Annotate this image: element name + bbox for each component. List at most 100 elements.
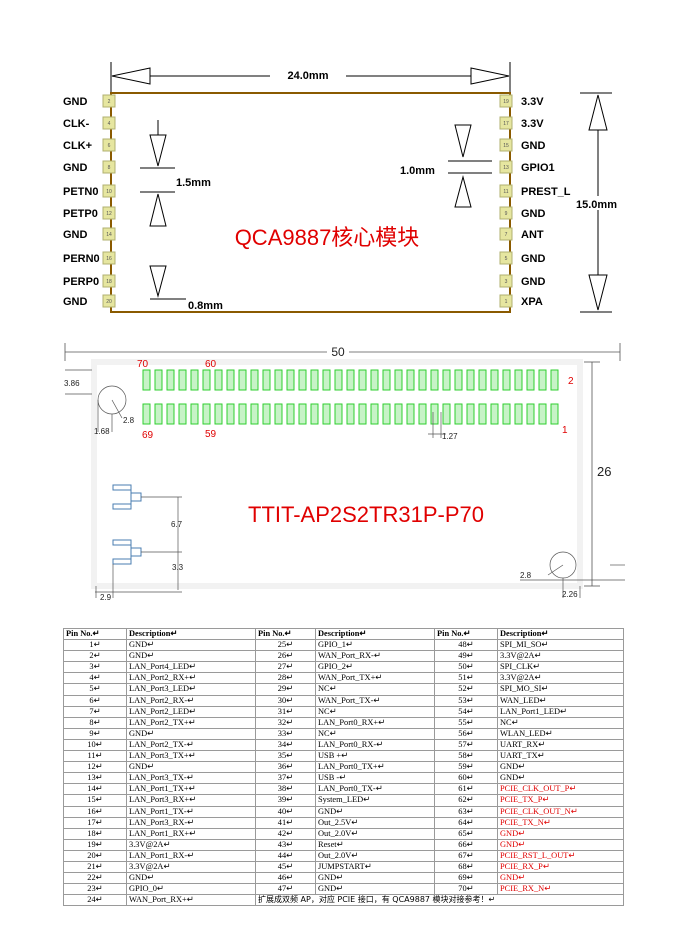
table-cell: 21↵ bbox=[63, 860, 127, 874]
dim-0-8mm-label: 0.8mm bbox=[188, 300, 223, 312]
table-cell: 5↵ bbox=[63, 683, 127, 696]
connector-pad bbox=[526, 403, 535, 425]
table-row: 10↵LAN_Port2_TX-↵34↵LAN_Port0_RX-↵57↵UAR… bbox=[63, 738, 624, 752]
connector-pad bbox=[190, 369, 199, 391]
header-description-1: Description↵ bbox=[126, 627, 256, 641]
table-cell: 26↵ bbox=[255, 650, 316, 663]
table-cell: System_LED↵ bbox=[315, 794, 435, 807]
led-dimension-lines bbox=[95, 496, 182, 598]
table-cell: 6↵ bbox=[63, 694, 127, 707]
height-dim-label: 15.0mm bbox=[576, 199, 617, 211]
pin-pad bbox=[499, 227, 513, 241]
module-title: QCA9887核心模块 bbox=[235, 225, 420, 250]
table-cell: 4↵ bbox=[63, 672, 127, 685]
table-row: 8↵LAN_Port2_TX+↵32↵LAN_Port0_RX+↵55↵NC↵ bbox=[63, 716, 624, 729]
pin-pad bbox=[499, 160, 513, 174]
table-row: 5↵LAN_Port3_LED↵29↵NC↵52↵SPI_MO_SI↵ bbox=[63, 683, 624, 696]
pin-number: 12 bbox=[106, 211, 112, 217]
connector-pad bbox=[394, 403, 403, 425]
connector-pad bbox=[430, 369, 439, 391]
pin-name: GND bbox=[63, 96, 88, 108]
table-cell: 28↵ bbox=[255, 672, 316, 685]
pin-name: PREST_L bbox=[521, 186, 571, 198]
corner-dims-top-left bbox=[65, 369, 127, 432]
table-cell: NC↵ bbox=[497, 716, 624, 729]
connector-pad bbox=[370, 403, 379, 425]
connector-pad bbox=[334, 369, 343, 391]
table-cell: 63↵ bbox=[434, 805, 498, 818]
connector-pad bbox=[274, 369, 283, 391]
connector-pad bbox=[238, 403, 247, 425]
table-cell: 30↵ bbox=[255, 694, 316, 707]
table-cell: 9↵ bbox=[63, 727, 127, 740]
table-cell: 56↵ bbox=[434, 727, 498, 740]
table-cell: LAN_Port4_LED↵ bbox=[126, 661, 256, 674]
table-cell: 29↵ bbox=[255, 683, 316, 696]
table-cell: LAN_Port0_TX-↵ bbox=[315, 783, 435, 796]
pin-name: PERP0 bbox=[63, 276, 99, 288]
connector-pad bbox=[466, 403, 475, 425]
connector-pad bbox=[382, 369, 391, 391]
connector-pad bbox=[418, 369, 427, 391]
table-row: 23↵GPIO_0↵47↵GND↵70↵PCIE_RX_N↵ bbox=[63, 883, 624, 896]
table-cell: GPIO_2↵ bbox=[315, 661, 435, 674]
table-cell: WLAN_LED↵ bbox=[497, 727, 624, 740]
table-cell: 68↵ bbox=[434, 860, 498, 874]
table-cell: GND↵ bbox=[497, 827, 624, 840]
pin-name: GND bbox=[63, 162, 88, 174]
dim-1-0mm-label: 1.0mm bbox=[400, 165, 435, 177]
table-cell: GND↵ bbox=[497, 872, 624, 885]
connector-pad bbox=[370, 369, 379, 391]
pin-pad bbox=[102, 138, 116, 152]
table-cell: LAN_Port3_TX-↵ bbox=[126, 772, 256, 785]
connector-pad bbox=[322, 369, 331, 391]
table-cell: PCIE_RST_L_OUT↵ bbox=[497, 849, 624, 862]
pin-number: 17 bbox=[503, 121, 509, 127]
pitch-1-27 bbox=[428, 412, 446, 438]
table-cell: WAN_Port_RX-↵ bbox=[315, 650, 435, 663]
connector-pad bbox=[250, 369, 259, 391]
pin-name: CLK- bbox=[63, 118, 90, 130]
pin-number: 9 bbox=[505, 211, 508, 217]
table-cell: 46↵ bbox=[255, 872, 316, 885]
pin-number: 20 bbox=[106, 299, 112, 305]
connector-pad bbox=[502, 369, 511, 391]
table-cell: 52↵ bbox=[434, 683, 498, 696]
connector-pad bbox=[346, 369, 355, 391]
table-row: 2↵GND↵26↵WAN_Port_RX-↵49↵3.3V@2A↵ bbox=[63, 650, 624, 663]
table-cell: 39↵ bbox=[255, 794, 316, 807]
pin-number: 4 bbox=[108, 121, 111, 127]
pin-name: 3.3V bbox=[521, 96, 544, 108]
connector-pad bbox=[382, 403, 391, 425]
table-cell: LAN_Port2_RX+↵ bbox=[126, 672, 256, 685]
connector-pad bbox=[214, 369, 223, 391]
table-cell: UART_TX↵ bbox=[497, 750, 624, 763]
pin-name: XPA bbox=[521, 296, 543, 308]
pin-pad bbox=[499, 94, 513, 108]
table-row: 9↵GND↵33↵NC↵56↵WLAN_LED↵ bbox=[63, 727, 624, 740]
table-cell: PCIE_TX_P↵ bbox=[497, 794, 624, 807]
table-cell: 34↵ bbox=[255, 738, 316, 752]
table-row: 11↵LAN_Port3_TX+↵35↵USB +↵58↵UART_TX↵ bbox=[63, 750, 624, 763]
connector-pad bbox=[250, 403, 259, 425]
connector-pad bbox=[502, 403, 511, 425]
table-cell: WAN_Port_RX+↵ bbox=[126, 894, 256, 907]
pin-name: GND bbox=[63, 296, 88, 308]
table-cell: 62↵ bbox=[434, 794, 498, 807]
pin-pad bbox=[102, 206, 116, 220]
table-cell: 58↵ bbox=[434, 750, 498, 763]
table-cell: 3.3V@2A↵ bbox=[126, 860, 256, 874]
table-cell: NC↵ bbox=[315, 727, 435, 740]
dim-67: 6.7 bbox=[171, 520, 183, 529]
table-cell: 67↵ bbox=[434, 849, 498, 862]
pin-pad bbox=[499, 116, 513, 130]
left-pin-column: 2GND4CLK-6CLK+8GND10PETN012PETP014GND16P… bbox=[63, 94, 116, 308]
table-cell: 2↵ bbox=[63, 650, 127, 663]
connector-pad bbox=[358, 403, 367, 425]
dim-1-0mm-arrows bbox=[448, 124, 492, 208]
pin-name: ANT bbox=[521, 229, 544, 241]
pin-pad bbox=[499, 206, 513, 220]
